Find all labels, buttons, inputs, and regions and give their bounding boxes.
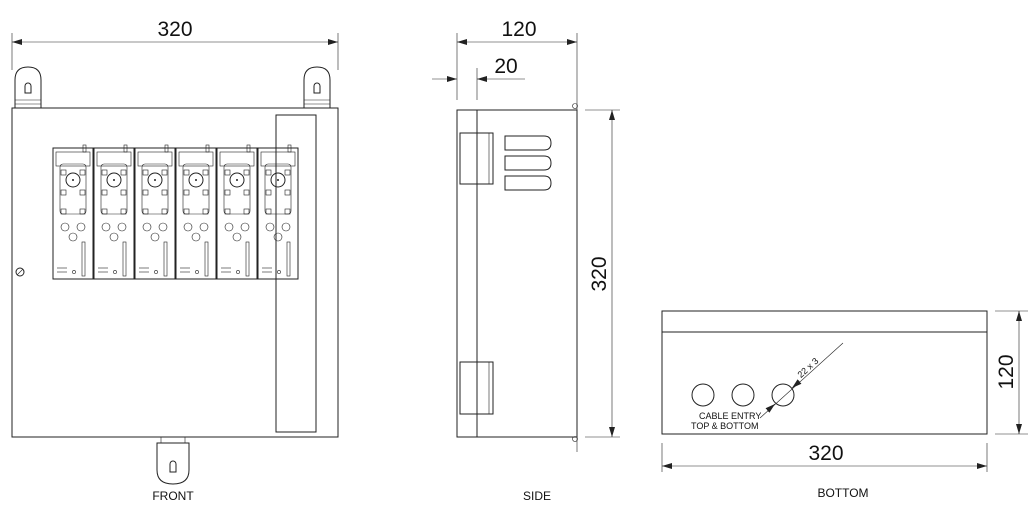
- rack-module: [175, 144, 217, 280]
- rack-module: [52, 144, 94, 280]
- rack-module: [257, 144, 299, 280]
- bottom-enclosure: [661, 310, 988, 435]
- side-door-label: 20: [494, 55, 517, 78]
- rack-module: [216, 144, 258, 280]
- mount-hole: [572, 436, 578, 442]
- cable-entry-note: CABLE ENTRY: [699, 411, 761, 421]
- side-view-title: SIDE: [523, 489, 551, 503]
- hinge-top: [459, 132, 494, 185]
- mount-hole: [572, 103, 578, 109]
- cable-entry-hole: [771, 383, 795, 407]
- cable-entry-hole: [691, 383, 715, 407]
- side-depth-label: 120: [501, 18, 536, 41]
- rack-module: [134, 144, 176, 280]
- lock-screw-icon: [15, 267, 25, 277]
- bottom-view-title: BOTTOM: [817, 486, 868, 500]
- hanger-bracket-right: [303, 66, 331, 108]
- hole-arrow: [791, 379, 802, 389]
- side-panel: [275, 114, 317, 433]
- hole-arrow: [765, 403, 776, 413]
- hole-size-label: 22 x 3: [796, 356, 821, 380]
- front-view: 320 FRONT: [11, 18, 339, 503]
- front-view-title: FRONT: [152, 489, 194, 503]
- hole-leader-line: [759, 342, 844, 419]
- side-view: 120 20 320 SIDE: [432, 18, 620, 503]
- ventilation-slots: [504, 135, 552, 191]
- bottom-width-label: 320: [808, 442, 843, 465]
- module-rack: [52, 144, 299, 280]
- bottom-view: 22 x 3 CABLE ENTRY TOP & BOTTOM 320 120 …: [661, 310, 1028, 500]
- hanger-bracket-bottom: [156, 436, 190, 485]
- front-width-label: 320: [157, 18, 192, 41]
- bottom-depth-label: 120: [995, 354, 1018, 389]
- hanger-bracket-left: [14, 66, 42, 108]
- side-enclosure: [456, 109, 578, 438]
- side-height-label: 320: [588, 256, 611, 291]
- rack-module: [93, 144, 135, 280]
- cable-entry-note: TOP & BOTTOM: [691, 421, 759, 431]
- hinge-bottom: [459, 361, 494, 415]
- cable-entry-hole: [731, 383, 755, 407]
